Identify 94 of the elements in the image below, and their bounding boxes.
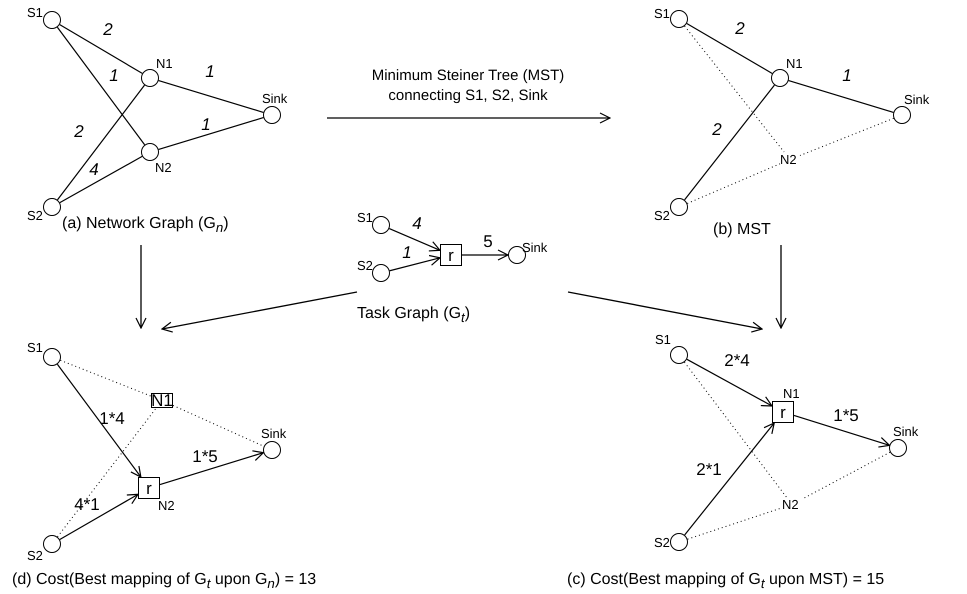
arrow — [160, 450, 264, 486]
node-label: N1 — [156, 56, 173, 71]
node-label: Sink — [522, 240, 548, 255]
node-circle — [43, 198, 61, 216]
link-line — [158, 80, 264, 113]
link-line — [56, 26, 146, 146]
edge-label: 1 — [201, 116, 211, 134]
transform-label: Minimum Steiner Tree (MST) connecting S1, S2, Sink — [370, 66, 566, 106]
link-line — [56, 84, 146, 200]
arrow — [390, 254, 441, 272]
dotted-link — [60, 360, 152, 397]
link-line — [158, 117, 264, 150]
arrow — [684, 422, 775, 536]
dotted-link — [684, 26, 785, 152]
edge-label: 1 — [205, 63, 215, 81]
node-label: S1 — [655, 332, 671, 347]
node-label: S1 — [27, 340, 43, 355]
node-label: S2 — [654, 208, 670, 223]
edge-label: 1 — [109, 67, 119, 85]
node-circle — [43, 535, 61, 553]
dotted-link — [800, 118, 894, 156]
task-box: N1 — [151, 393, 173, 408]
node-circle — [670, 533, 688, 551]
node-label: S2 — [357, 258, 373, 273]
edge-label: 1*5 — [192, 448, 218, 466]
result-caption: (c) Cost(Best mapping of G$_{t}$ upon MST) = 15 — [567, 570, 884, 594]
dotted-link — [802, 452, 891, 500]
dotted-link — [686, 163, 780, 204]
link-line — [686, 23, 773, 74]
node-label: Sink — [262, 91, 288, 106]
node-label: N2 — [155, 160, 172, 175]
node-label: N2 — [158, 498, 175, 513]
link-line — [788, 80, 894, 113]
node-circle — [670, 10, 688, 28]
edge-label: 2*4 — [724, 352, 750, 370]
node-label: Sink — [904, 92, 930, 107]
edge-label: 2 — [735, 20, 745, 38]
node-circle — [372, 216, 390, 234]
node-circle — [141, 69, 159, 87]
edge-label: 1 — [842, 67, 852, 85]
panel-caption: Task Graph (G$_{t}$) — [357, 304, 470, 328]
node-label: S2 — [27, 208, 43, 223]
link-line — [60, 156, 142, 204]
edge-label: 1*4 — [99, 410, 125, 428]
edge-label: 4*1 — [74, 496, 100, 514]
node-circle — [141, 143, 159, 161]
arrow — [686, 358, 773, 407]
node-circle — [893, 106, 911, 124]
node-circle — [43, 348, 61, 366]
task-box: r — [138, 477, 160, 499]
panel-caption: (a) Network Graph (G$_{n}$) — [62, 214, 229, 238]
node-label: Sink — [261, 426, 286, 441]
arrow — [60, 494, 139, 540]
dotted-link — [172, 404, 264, 447]
node-circle — [771, 69, 789, 87]
arrow — [794, 414, 890, 448]
edge-label: 2 — [103, 21, 113, 39]
dotted-link — [687, 507, 782, 540]
node-label: S2 — [27, 548, 43, 563]
edge-label: 1*5 — [833, 407, 859, 425]
dotted-link — [684, 362, 787, 498]
task-box: r — [772, 401, 794, 423]
arrow — [56, 364, 142, 478]
junction-label: N2 — [780, 152, 800, 167]
edge-label: 2*1 — [696, 461, 722, 479]
node-circle — [263, 441, 281, 459]
edge-label: 4 — [89, 161, 99, 179]
node-circle — [43, 11, 61, 29]
panel-caption: (b) MST — [713, 220, 771, 240]
task-box: r — [440, 244, 462, 266]
link-line — [59, 24, 143, 74]
node-label: S1 — [654, 6, 670, 21]
node-circle — [372, 264, 390, 282]
arrow — [462, 249, 509, 261]
arrow — [389, 228, 441, 252]
edge-label: 2 — [712, 121, 722, 139]
node-label: S2 — [654, 535, 670, 550]
edge-label: 4 — [412, 215, 422, 233]
result-caption: (d) Cost(Best mapping of G$_{t}$ upon G$_{n}$) = 13 — [12, 570, 316, 594]
node-circle — [670, 346, 688, 364]
node-label: S1 — [27, 5, 43, 20]
link-line — [684, 84, 775, 200]
node-circle — [670, 198, 688, 216]
node-circle — [889, 439, 907, 457]
node-label: S1 — [357, 210, 373, 225]
edge-label: 1 — [402, 244, 412, 262]
edge-label: 2 — [74, 123, 84, 141]
junction-label: N2 — [782, 497, 802, 512]
node-label: Sink — [893, 424, 918, 439]
node-label: N1 — [783, 386, 800, 401]
dotted-link — [56, 408, 157, 538]
node-circle — [263, 106, 281, 124]
edge-label: 5 — [483, 233, 493, 251]
node-label: N1 — [786, 56, 803, 71]
